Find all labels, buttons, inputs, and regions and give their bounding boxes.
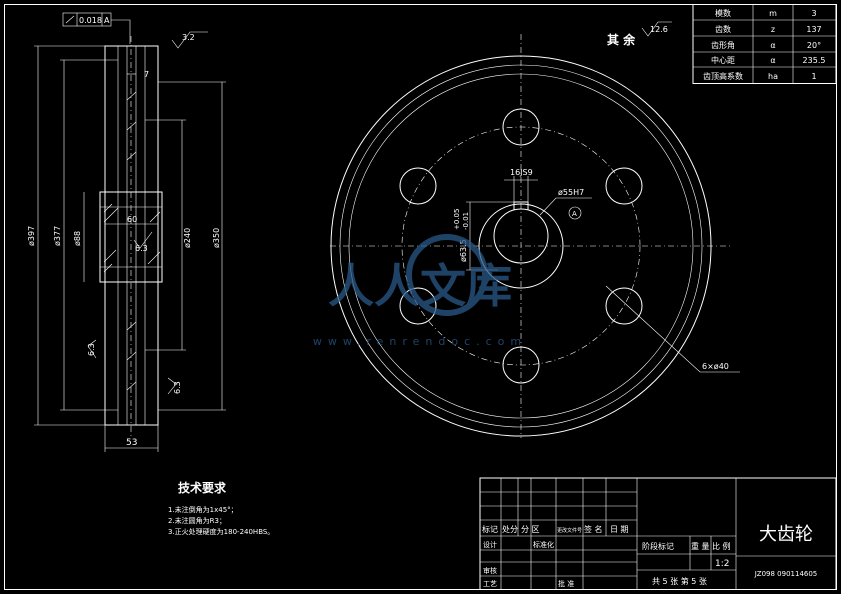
flatness-frame bbox=[62, 12, 112, 27]
watermark-url: www.renrendoc.com bbox=[313, 335, 527, 348]
param-val-angle: 20° bbox=[807, 41, 821, 50]
hole-6 bbox=[399, 167, 437, 205]
param-sym-center: α bbox=[770, 56, 775, 65]
dim-60: 60 bbox=[127, 215, 137, 224]
param-val-addendum: 1 bbox=[811, 72, 816, 81]
param-name-angle: 齿形角 bbox=[711, 40, 735, 50]
tb-design: 设计 bbox=[483, 540, 497, 549]
hole-1 bbox=[502, 108, 540, 146]
param-sym-teeth: z bbox=[771, 25, 775, 34]
dim-63a: 6.3 bbox=[135, 244, 148, 253]
bore-depth: ø63.5 bbox=[459, 239, 468, 262]
param-sym-addendum: ha bbox=[768, 72, 778, 81]
param-name-addendum: 齿顶高系数 bbox=[703, 71, 743, 81]
datum-ref: A bbox=[104, 16, 110, 25]
remain-label: 其 余 bbox=[607, 32, 636, 47]
section-view: 0.018 A bbox=[27, 12, 226, 452]
tech-requirements: 技术要求 1.未注倒角为1x45°； 2.未注圆角为R3； 3.正火处理硬度为1… bbox=[168, 480, 274, 536]
tb-drawing-no: JZ098 090114605 bbox=[754, 570, 818, 578]
watermark-text: 人人文库 bbox=[328, 259, 512, 313]
tb-review: 审核 bbox=[483, 566, 497, 575]
hole-4 bbox=[502, 346, 540, 384]
tech-req-item-2: 2.未注圆角为R3； bbox=[168, 516, 226, 525]
tb-sheets: 共 5 张 第 5 张 bbox=[652, 576, 707, 586]
flatness-tol: 0.018 bbox=[79, 16, 102, 25]
hole-3 bbox=[605, 287, 643, 325]
param-name-center: 中心距 bbox=[711, 55, 735, 65]
tb-hdr-zone: 分 区 bbox=[521, 525, 540, 534]
params-table: 模数 m 3 齿数 z 137 齿形角 α 20° 中心距 α 235.5 齿顶… bbox=[692, 4, 837, 84]
tb-hdr-mark: 标记 bbox=[482, 524, 498, 534]
tb-hdr-doc: 更改文件号 bbox=[557, 527, 582, 534]
tb-weight: 重 量 bbox=[691, 541, 710, 551]
roughness-remain-icon bbox=[641, 21, 672, 37]
rough-remain: 12.6 bbox=[650, 25, 668, 34]
sheet-border bbox=[4, 4, 837, 590]
holes-dim: 6×ø40 bbox=[702, 362, 729, 371]
tb-hdr-count: 处分 bbox=[502, 524, 518, 534]
tb-stage-mark: 阶段标记 bbox=[642, 541, 674, 551]
flatness-icon bbox=[65, 15, 75, 24]
dim-d88: ø88 bbox=[73, 231, 82, 246]
rough-top: 3.2 bbox=[182, 33, 195, 42]
watermark-logo-icon bbox=[406, 234, 488, 316]
tb-process: 工艺 bbox=[483, 580, 497, 588]
param-val-module: 3 bbox=[811, 9, 816, 18]
dim-63c: 6.3 bbox=[173, 381, 182, 394]
param-name-teeth: 齿数 bbox=[715, 24, 731, 34]
watermark: 人人文库 www.renrendoc.com bbox=[313, 234, 527, 348]
bore-tol-lower: -0.01 bbox=[462, 212, 470, 230]
roughness-icon bbox=[171, 31, 208, 49]
dim-d240: ø240 bbox=[183, 228, 192, 248]
dim-7: 7 bbox=[144, 70, 149, 79]
bore: ø55H7 bbox=[558, 188, 584, 197]
tb-hdr-date: 日 期 bbox=[610, 525, 629, 534]
datum-mark: A bbox=[572, 210, 577, 218]
tb-approve: 批 准 bbox=[558, 579, 574, 588]
keyway-width: 16JS9 bbox=[510, 168, 533, 177]
tb-standard: 标准化 bbox=[533, 540, 554, 549]
param-val-center: 235.5 bbox=[803, 56, 826, 65]
tech-req-title: 技术要求 bbox=[178, 480, 227, 495]
param-sym-angle: α bbox=[770, 41, 775, 50]
tech-req-item-3: 3.正火处理硬度为180-240HBS。 bbox=[168, 527, 274, 536]
title-block: 标记 处分 分 区 更改文件号 签 名 日 期 设计 标准化 审核 工艺 批 准… bbox=[479, 477, 837, 590]
param-name-module: 模数 bbox=[715, 8, 731, 18]
bore-tol-upper: +0.05 bbox=[453, 209, 461, 230]
tech-req-item-1: 1.未注倒角为1x45°； bbox=[168, 505, 238, 514]
dim-d397: ø397 bbox=[27, 226, 36, 246]
param-val-teeth: 137 bbox=[806, 25, 821, 34]
front-view: 16JS9 ø55H7 A ø63.5 +0.05 -0.01 6×ø40 bbox=[330, 34, 740, 438]
tb-scale: 1:2 bbox=[715, 559, 729, 569]
tb-part-name: 大齿轮 bbox=[759, 524, 813, 545]
tb-hdr-sign: 签 名 bbox=[584, 524, 603, 534]
dim-53: 53 bbox=[126, 438, 137, 448]
dim-d377: ø377 bbox=[53, 226, 62, 246]
param-sym-module: m bbox=[769, 9, 777, 18]
dim-d350: ø350 bbox=[212, 228, 221, 248]
hole-2 bbox=[605, 167, 643, 205]
hole-5 bbox=[399, 287, 437, 325]
tb-scale-label: 比 例 bbox=[712, 541, 731, 551]
dim-63b: 6.3 bbox=[87, 343, 96, 356]
